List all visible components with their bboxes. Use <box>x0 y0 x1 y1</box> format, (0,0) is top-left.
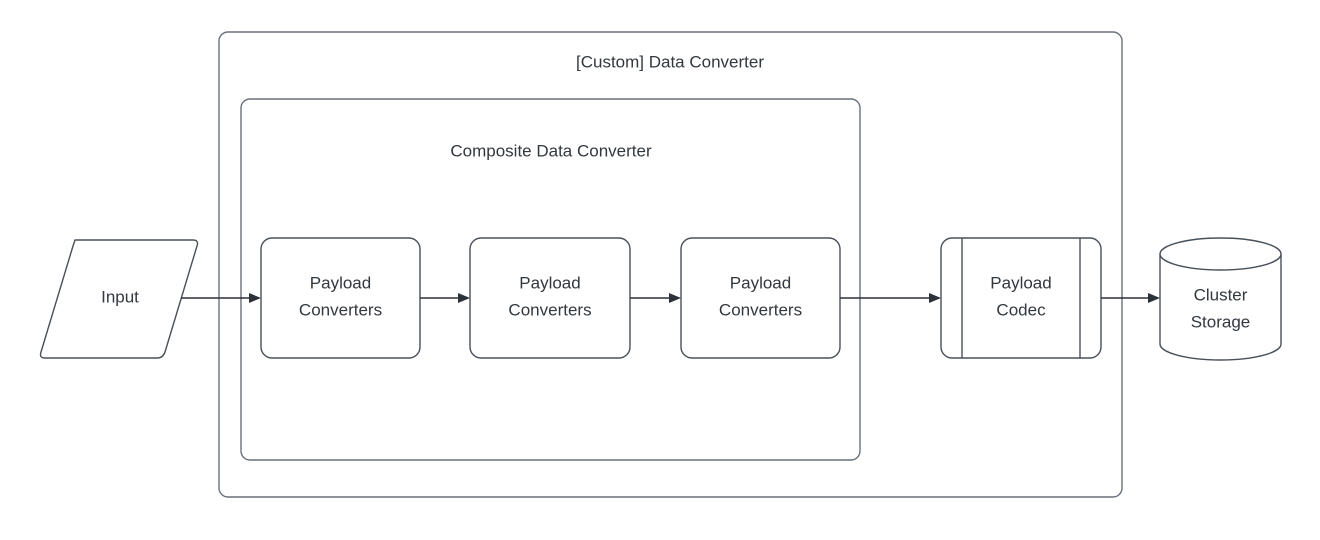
node-payload-converters-3-shape <box>680 237 841 359</box>
connector-input-to-payload-converters-1 <box>181 293 261 303</box>
arrow-head-icon <box>669 293 681 303</box>
node-input[interactable]: Input <box>39 239 199 359</box>
arrow-head-icon <box>929 293 941 303</box>
node-payload-converters-2-label-line1: Payload <box>519 273 580 292</box>
node-payload-codec-label-line1: Payload <box>990 273 1051 292</box>
node-payload-converters-1-label-line2: Converters <box>299 300 382 319</box>
arrow-head-icon <box>458 293 470 303</box>
node-input-shape <box>39 239 199 359</box>
container-composite-data-converter-label: Composite Data Converter <box>450 141 652 160</box>
node-payload-converters-2[interactable]: Payload Converters <box>469 237 631 359</box>
container-composite-data-converter[interactable]: Composite Data Converter <box>240 98 861 461</box>
node-cluster-storage-label-line1: Cluster <box>1194 285 1248 304</box>
node-payload-converters-1[interactable]: Payload Converters <box>260 237 421 359</box>
node-payload-converters-3-label-line2: Converters <box>719 300 802 319</box>
node-payload-converters-1-shape <box>260 237 421 359</box>
node-payload-converters-2-shape <box>469 237 631 359</box>
node-cluster-storage-body <box>1159 253 1282 361</box>
node-payload-converters-3[interactable]: Payload Converters <box>680 237 841 359</box>
arrow-head-icon <box>249 293 261 303</box>
container-composite-data-converter-border <box>240 98 861 461</box>
node-cluster-storage[interactable]: Cluster Storage <box>1159 237 1282 361</box>
connector-payload-codec-to-cluster-storage <box>1101 293 1160 303</box>
node-payload-converters-2-label-line2: Converters <box>508 300 591 319</box>
connector-payload-converters-1-to-payload-converters-2 <box>420 293 470 303</box>
node-payload-codec-label-line2: Codec <box>996 300 1046 319</box>
connector-payload-converters-2-to-payload-converters-3 <box>630 293 681 303</box>
node-input-label: Input <box>101 287 139 306</box>
container-custom-data-converter[interactable]: [Custom] Data Converter <box>218 31 1123 498</box>
container-custom-data-converter-border <box>218 31 1123 498</box>
node-payload-converters-3-label-line1: Payload <box>730 273 791 292</box>
container-custom-data-converter-label: [Custom] Data Converter <box>576 52 764 71</box>
node-payload-codec-shape <box>940 237 1102 359</box>
connector-payload-converters-3-to-payload-codec <box>840 293 941 303</box>
node-cluster-storage-top-ellipse <box>1159 237 1282 271</box>
arrow-head-icon <box>1148 293 1160 303</box>
node-payload-codec[interactable]: Payload Codec <box>940 237 1102 359</box>
node-cluster-storage-label-line2: Storage <box>1191 312 1251 331</box>
node-payload-converters-1-label-line1: Payload <box>310 273 371 292</box>
